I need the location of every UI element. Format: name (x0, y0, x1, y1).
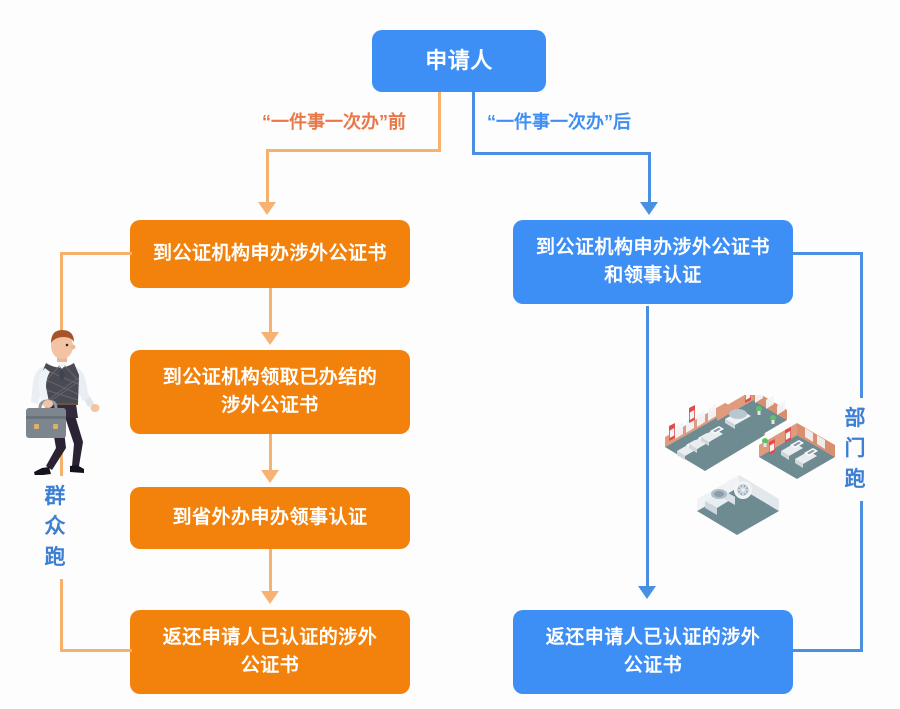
connector-blue-horizontal (472, 152, 650, 155)
arrowhead-left-2-to-3 (261, 470, 279, 483)
connector-orange-stem (438, 92, 441, 152)
node-left-step-4-label: 返还申请人已认证的涉外 公证书 (163, 624, 378, 679)
node-left-step-3-label: 到省外办申办领事认证 (172, 507, 368, 529)
connector-left-1-to-2 (269, 288, 272, 334)
caption-department-run-char-2: 门 (844, 437, 866, 461)
connector-blue-stem (472, 92, 475, 154)
connector-left-2-to-3 (269, 434, 272, 474)
node-right-step-2: 返还申请人已认证的涉外 公证书 (513, 610, 793, 694)
bracket-right-bottom (791, 649, 863, 652)
caption-people-run: 群 众 跑 (40, 476, 70, 580)
connector-left-3-to-4 (269, 549, 272, 593)
caption-people-run-char-2: 众 (44, 515, 66, 539)
node-right-step-1-line1: 到公证机构申办涉外公证书 (535, 237, 770, 259)
connector-blue-drop (648, 152, 651, 205)
branch-label-before: “一件事一次办”前 (262, 112, 406, 132)
node-right-step-1-line2: 和领事认证 (604, 265, 702, 286)
node-left-step-2-label: 到公证机构领取已办结的 涉外公证书 (163, 364, 378, 419)
node-left-step-1-label: 到公证机构申办涉外公证书 (152, 243, 387, 265)
caption-people-run-char-3: 跑 (44, 545, 66, 569)
caption-department-run-char-3: 跑 (844, 467, 866, 491)
connector-orange-horizontal (266, 149, 441, 152)
node-left-step-4: 返还申请人已认证的涉外 公证书 (130, 610, 410, 694)
arrowhead-blue-to-step1 (640, 202, 658, 215)
caption-people-run-char-1: 群 (44, 485, 66, 508)
service-hall-illustration (655, 387, 855, 555)
node-applicant-label: 申请人 (425, 48, 493, 74)
arrowhead-left-1-to-2 (261, 332, 279, 345)
node-right-step-2-label: 返还申请人已认证的涉外 公证书 (546, 624, 761, 679)
connector-right-1-to-2 (646, 306, 649, 589)
bracket-left-bottom (60, 649, 132, 652)
node-left-step-1: 到公证机构申办涉外公证书 (130, 220, 410, 288)
node-left-step-4-line2: 公证书 (240, 655, 300, 676)
node-left-step-2-line2: 涉外公证书 (221, 395, 319, 416)
arrowhead-right-1-to-2 (638, 586, 656, 599)
node-right-step-2-line2: 公证书 (623, 655, 683, 676)
caption-department-run: 部 门 跑 (840, 398, 870, 502)
node-right-step-2-line1: 返还申请人已认证的涉外 (545, 627, 761, 649)
branch-label-after: “一件事一次办”后 (487, 112, 631, 132)
node-left-step-2-line1: 到公证机构领取已办结的 (162, 367, 378, 389)
businessman-illustration (12, 330, 108, 476)
node-right-step-1: 到公证机构申办涉外公证书 和领事认证 (513, 220, 793, 304)
arrowhead-left-3-to-4 (261, 591, 279, 604)
node-applicant: 申请人 (372, 30, 546, 92)
node-right-step-1-label: 到公证机构申办涉外公证书 和领事认证 (536, 234, 770, 289)
arrowhead-orange-to-step1 (258, 202, 276, 215)
bracket-left-top (60, 252, 132, 255)
node-left-step-3: 到省外办申办领事认证 (130, 487, 410, 549)
node-left-step-4-line1: 返还申请人已认证的涉外 (162, 627, 378, 649)
caption-department-run-char-1: 部 (844, 407, 866, 430)
connector-orange-drop (266, 149, 269, 204)
bracket-right-top (791, 252, 863, 255)
node-left-step-2: 到公证机构领取已办结的 涉外公证书 (130, 350, 410, 434)
